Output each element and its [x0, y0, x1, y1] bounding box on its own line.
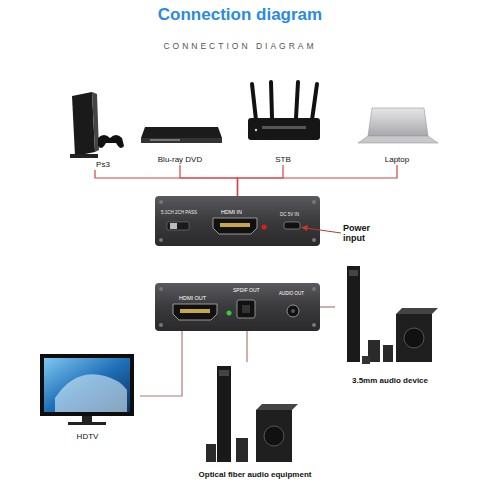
- power-arrow: [301, 225, 341, 233]
- signal-wire: [140, 331, 182, 396]
- device-label: HDMI IN: [221, 209, 242, 215]
- device-label: HDTV: [0, 433, 180, 442]
- extractor-back-panel: [155, 283, 320, 331]
- device-node: Laptop: [355, 104, 439, 165]
- signal-wire: [320, 306, 335, 307]
- device-node: Optical fiber audio equipment: [170, 362, 340, 480]
- device-label: 5.1CH 2CH PASS: [161, 211, 197, 216]
- hdtv: [40, 354, 134, 425]
- device-node: Blu-ray DVD: [135, 120, 225, 165]
- device-label: Blu-ray DVD: [95, 156, 265, 165]
- signal-wire: [238, 165, 284, 196]
- laptop: [358, 108, 438, 143]
- callout-label: Power input: [343, 224, 385, 244]
- device-node: HDMI OUT SPDIF OUT AUDIO OUT: [155, 283, 320, 331]
- subtitle-label: CONNECTION DIAGRAM: [0, 42, 480, 51]
- speaker-set: [206, 366, 298, 462]
- bluray-player: [141, 127, 222, 143]
- ps3-console: [70, 92, 124, 158]
- device-label: Laptop: [315, 156, 479, 165]
- extractor-front-panel: [155, 196, 320, 246]
- device-node: Ps3: [65, 88, 125, 170]
- device-label: STB: [202, 156, 364, 165]
- device-label: 3.5mm audio device: [295, 377, 480, 386]
- device-node: 3.5mm audio device: [335, 262, 445, 386]
- signal-wire: [180, 165, 238, 196]
- device-node: HDTV: [35, 350, 140, 442]
- device-label: AUDIO OUT: [279, 292, 304, 297]
- device-label: SPDIF OUT: [233, 288, 260, 294]
- device-node: 5.1CH 2CH PASS HDMI IN DC 5V IN: [155, 196, 320, 246]
- signal-wire: [246, 331, 247, 362]
- router-stb: [248, 82, 320, 140]
- signal-wire: [95, 170, 238, 196]
- signal-wire: [238, 165, 398, 196]
- device-label: Optical fiber audio equipment: [130, 471, 380, 480]
- device-label: DC 5V IN: [280, 213, 299, 218]
- device-label: HDMI OUT: [179, 295, 206, 301]
- device-node: STB: [242, 78, 324, 165]
- device-label: Ps3: [33, 161, 173, 170]
- diagram-title: Connection diagram: [0, 6, 480, 25]
- speaker-set: [347, 266, 438, 364]
